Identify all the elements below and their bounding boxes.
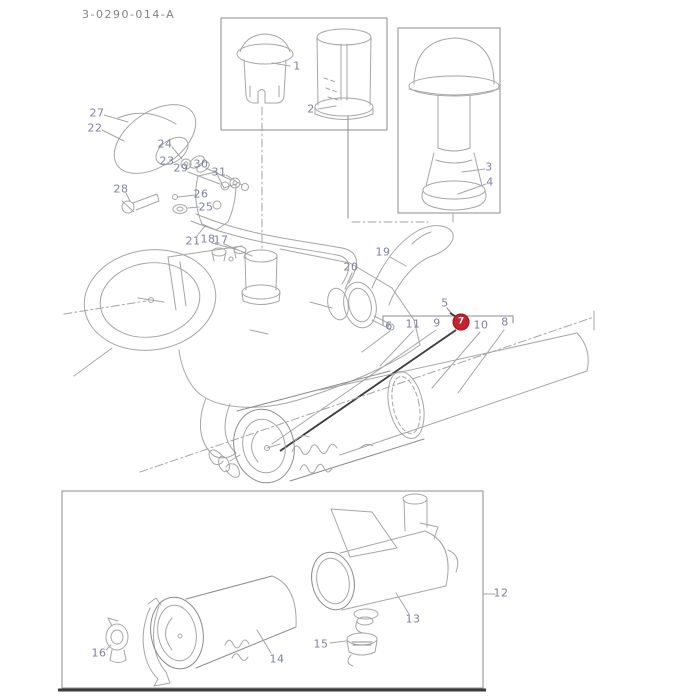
callout-9[interactable]: 9 (433, 316, 441, 330)
callout-24[interactable]: 24 (157, 137, 173, 151)
callout-30[interactable]: 30 (193, 157, 209, 171)
callout-10[interactable]: 10 (473, 318, 489, 332)
callout-5[interactable]: 5 (441, 296, 449, 310)
callout-15[interactable]: 15 (313, 637, 329, 651)
callout-19[interactable]: 19 (375, 245, 391, 259)
housing-tube (319, 332, 589, 456)
inset-box-intake-stack (351, 27, 501, 223)
callout-13[interactable]: 13 (405, 612, 421, 626)
callout-16[interactable]: 16 (91, 646, 107, 660)
callout-27[interactable]: 27 (89, 106, 105, 120)
callout-21[interactable]: 21 (185, 234, 201, 248)
engine-assembly (63, 225, 454, 459)
callout-1[interactable]: 1 (293, 59, 301, 73)
callout-3[interactable]: 3 (485, 160, 493, 174)
callout-23[interactable]: 23 (159, 154, 175, 168)
bottom-inset-box (58, 490, 496, 692)
callout-11[interactable]: 11 (405, 317, 421, 331)
callout-22[interactable]: 22 (87, 121, 103, 135)
callout-6[interactable]: 6 (385, 319, 393, 333)
callout-8[interactable]: 8 (501, 315, 509, 329)
filter-element (139, 310, 595, 484)
callout-25[interactable]: 25 (198, 200, 214, 214)
breather-hose (190, 213, 357, 285)
callout-7-highlighted[interactable]: 7 (452, 313, 470, 331)
callout-28[interactable]: 28 (113, 182, 129, 196)
callout-2[interactable]: 2 (307, 102, 315, 116)
callout-17[interactable]: 17 (213, 233, 229, 247)
callout-31[interactable]: 31 (211, 165, 227, 179)
callout-12[interactable]: 12 (493, 586, 509, 600)
precleaner-hardware (101, 104, 249, 231)
callout-26[interactable]: 26 (193, 187, 209, 201)
callout-20[interactable]: 20 (343, 260, 359, 274)
callout-18[interactable]: 18 (200, 232, 216, 246)
callout-14[interactable]: 14 (269, 652, 285, 666)
callout-29[interactable]: 29 (173, 161, 189, 175)
inset-box-cap-and-element (220, 17, 388, 251)
drawing-number: 3-0290-014-A (82, 8, 176, 21)
callout-4[interactable]: 4 (486, 175, 494, 189)
